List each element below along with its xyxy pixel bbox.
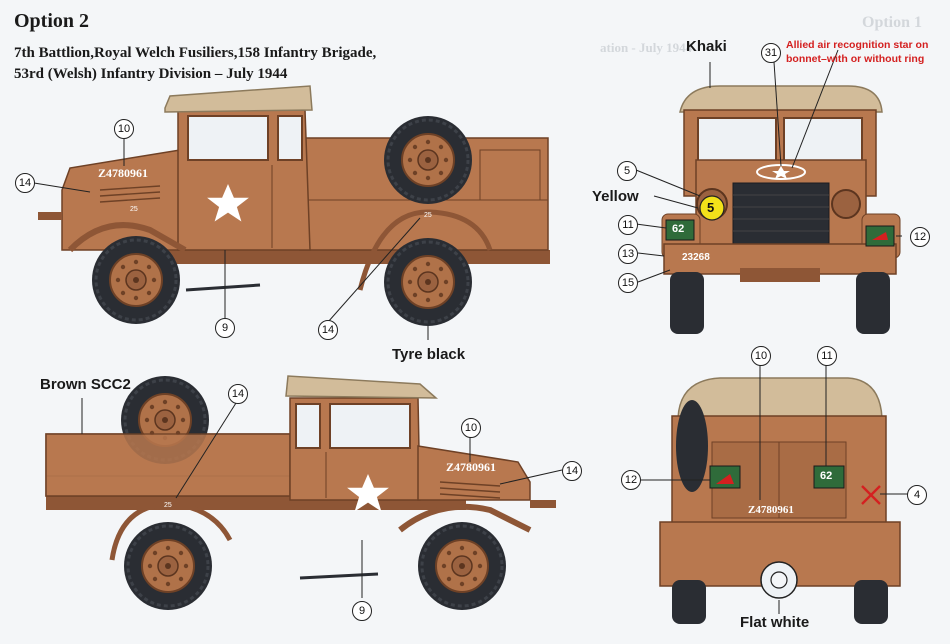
callout-side2-10: 10 — [461, 418, 481, 438]
label-yellow: Yellow — [592, 188, 639, 205]
registration-side-1: Z4780961 — [98, 166, 149, 180]
option-header: Option 2 7th Battlion,Royal Welch Fusili… — [14, 10, 376, 85]
rear-view — [640, 362, 908, 624]
callout-side1-14b: 14 — [318, 320, 338, 340]
callout-front-13: 13 — [618, 244, 638, 264]
front-view — [635, 49, 902, 334]
callout-rear-11: 11 — [817, 346, 837, 366]
callout-side2-14: 14 — [228, 384, 248, 404]
callout-rear-12: 12 — [621, 470, 641, 490]
bleed-through-date: ation - July 1944 — [600, 40, 693, 55]
option-title: Option 2 — [14, 10, 90, 32]
label-brown-scc2: Brown SCC2 — [40, 376, 131, 393]
callout-side1-9: 9 — [215, 318, 235, 338]
side-view-right-profile — [45, 374, 563, 612]
callout-side2-9: 9 — [352, 601, 372, 621]
label-khaki: Khaki — [686, 38, 727, 55]
bleed-through-title: Option 1 — [862, 14, 923, 31]
callout-rear-10: 10 — [751, 346, 771, 366]
callout-side1-14: 14 — [15, 173, 35, 193]
front-serial: 23268 — [682, 252, 710, 263]
registration-side-2: Z4780961 — [446, 460, 497, 474]
callout-front-31: 31 — [761, 43, 781, 63]
callout-front-11: 11 — [618, 215, 638, 235]
air-recognition-star-note: Allied air recognition star on bonnet–wi… — [786, 39, 929, 65]
callout-front-12: 12 — [910, 227, 930, 247]
side-view-left-profile — [33, 85, 550, 340]
unit-line-2: 53rd (Welsh) Infantry Division – July 19… — [14, 66, 288, 82]
weight-mark-side-2: 25 — [164, 502, 172, 509]
callout-rear-4: 4 — [907, 485, 927, 505]
callout-side1-10: 10 — [114, 119, 134, 139]
label-flat-white: Flat white — [740, 614, 810, 631]
unit-line-1: 7th Battlion,Royal Welch Fusiliers,158 I… — [14, 45, 377, 61]
weight-mark-side-1: 25 — [130, 206, 138, 213]
callout-side2-14b: 14 — [562, 461, 582, 481]
callout-front-15: 15 — [618, 273, 638, 293]
callout-front-5: 5 — [617, 161, 637, 181]
registration-rear: Z4780961 — [748, 504, 794, 516]
bridge-class-disc: 5 — [707, 200, 715, 215]
label-tyre-black: Tyre black — [392, 346, 466, 363]
tac-sign-rear: 62 — [820, 470, 833, 482]
weight-mark-side-1-rear: 25 — [424, 212, 432, 219]
tac-sign-front: 62 — [672, 223, 685, 235]
